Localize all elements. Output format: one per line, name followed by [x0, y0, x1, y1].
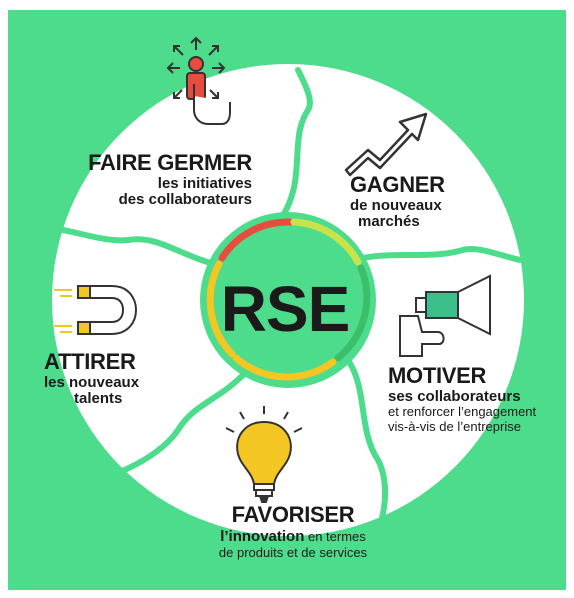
wheel-graphic: [52, 36, 524, 536]
segment-line-rest: en termes: [304, 528, 366, 544]
segment-line: de nouveaux: [350, 196, 442, 214]
segment-faire-germer: FAIRE GERMER les initiatives des collabo…: [42, 150, 252, 209]
megaphone-icon: [399, 274, 491, 357]
lightbulb-icon: [225, 406, 303, 503]
center-label: RSE: [220, 273, 351, 345]
segment-title: MOTIVER: [388, 363, 487, 388]
segment-favoriser: FAVORISER l’innovation en termes de prod…: [178, 502, 408, 560]
segment-title: GAGNER: [350, 172, 445, 197]
magnet-icon: [54, 285, 138, 335]
segment-motiver: MOTIVER ses collaborateurs et renforcer …: [388, 363, 566, 435]
segment-line: et renforcer l’engagement: [388, 404, 537, 420]
segment-line: vis-à-vis de l’entreprise: [388, 418, 521, 434]
segment-line: de produits et de services: [218, 544, 368, 560]
segment-line: les nouveaux: [44, 373, 140, 391]
segment-title: FAIRE GERMER: [88, 150, 252, 175]
segment-gagner: GAGNER de nouveaux marchés: [350, 172, 510, 231]
people-arrows-icon: [166, 36, 231, 125]
segment-line: les initiatives: [157, 174, 252, 192]
segment-title: ATTIRER: [44, 349, 136, 374]
growth-arrow-icon: [344, 112, 428, 177]
segment-line: des collaborateurs: [118, 191, 252, 209]
segment-dividers: [60, 67, 523, 528]
segment-line-bold: l’innovation: [220, 527, 305, 545]
center-disc: [200, 212, 376, 388]
segment-line: ses collaborateurs: [388, 387, 521, 405]
rse-infographic: RSE FAIRE GERMER les initiatives des col…: [8, 10, 566, 590]
segment-line: talents: [74, 390, 123, 408]
segment-title: FAVORISER: [231, 502, 355, 527]
segment-line: marchés: [358, 213, 420, 231]
segment-attirer: ATTIRER les nouveaux talents: [44, 349, 184, 408]
center-ring: [206, 218, 371, 381]
